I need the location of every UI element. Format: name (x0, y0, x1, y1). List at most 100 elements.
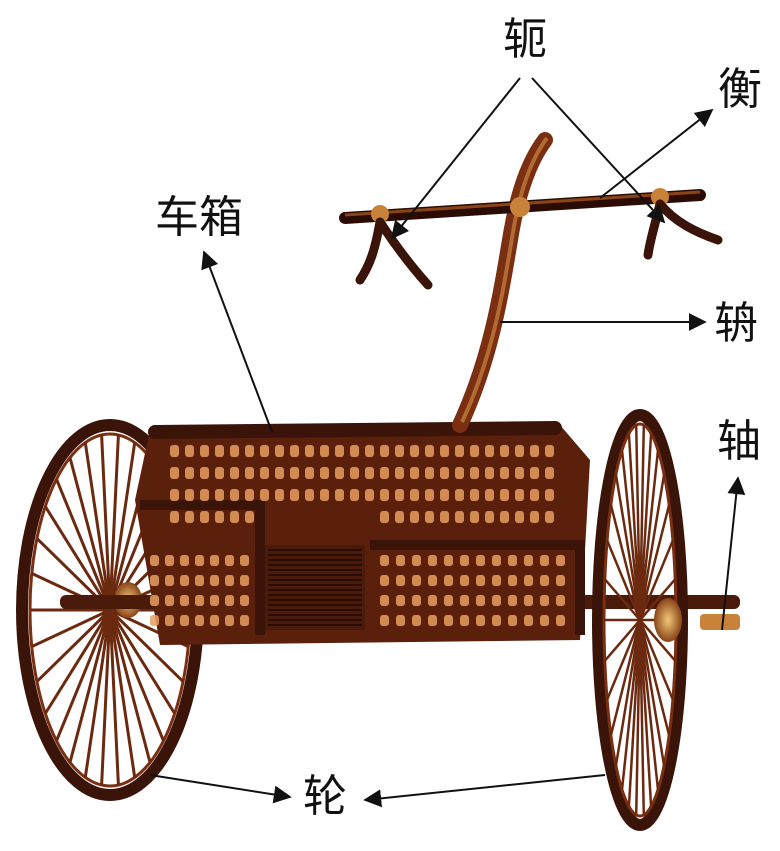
wheel-spoke (605, 619, 642, 701)
wheel-spoke (638, 425, 646, 621)
wheel-spoke (638, 539, 675, 621)
lattice-opening (524, 615, 533, 626)
wheel-spoke (108, 608, 185, 683)
lattice-opening (444, 595, 453, 606)
lattice-opening (425, 511, 434, 523)
wheel-spoke (108, 609, 137, 778)
lattice-opening (215, 445, 224, 457)
lattice-opening (460, 595, 469, 606)
lattice-opening (170, 489, 179, 501)
lattice-opening (380, 445, 389, 457)
lattice-opening (410, 445, 419, 457)
lattice-opening (410, 511, 419, 523)
lattice-opening (444, 555, 453, 566)
wheel-spoke (639, 619, 677, 662)
lattice-opening (195, 575, 204, 586)
wheel-spoke (603, 619, 641, 662)
label-wheel: 轮 (303, 771, 347, 822)
arrow-wheel-left (149, 774, 292, 804)
lattice-opening (395, 445, 404, 457)
lattice-opening (165, 575, 174, 586)
lattice-opening (305, 445, 314, 457)
lattice-opening (200, 445, 209, 457)
lattice-opening (545, 445, 554, 457)
lattice-opening (320, 489, 329, 501)
lattice-opening (428, 555, 437, 566)
lattice-opening (335, 467, 344, 479)
shaft (452, 132, 553, 433)
lattice-opening (365, 445, 374, 457)
lattice-opening (260, 445, 269, 457)
lattice-opening (470, 511, 479, 523)
lattice-opening (470, 489, 479, 501)
lattice-opening (440, 445, 449, 457)
lattice-opening (185, 467, 194, 479)
wheel-spoke (638, 619, 675, 701)
wheel-spoke (83, 442, 112, 611)
wheel-spoke (639, 578, 677, 621)
wheel-spoke (609, 504, 642, 621)
lattice-opening (396, 595, 405, 606)
wheel-spoke (108, 442, 137, 611)
lattice-opening (485, 511, 494, 523)
wheel-spoke (44, 505, 112, 611)
lattice-opening (195, 615, 204, 626)
lattice-opening (545, 511, 554, 523)
lattice-opening (245, 445, 254, 457)
wheel-spoke (44, 609, 112, 715)
arrow-wheel-right (363, 774, 606, 808)
lattice-opening (245, 467, 254, 479)
lattice-opening (240, 555, 249, 566)
lattice-opening (170, 511, 179, 523)
lattice-opening (440, 511, 449, 523)
wheel-spoke (638, 504, 671, 621)
lattice-opening (225, 615, 234, 626)
lattice-opening (515, 489, 524, 501)
lattice-opening (455, 445, 464, 457)
wheel-spoke (638, 619, 666, 766)
lattice-opening (260, 489, 269, 501)
lattice-opening (444, 615, 453, 626)
lattice-opening (515, 445, 524, 457)
lattice-opening (460, 615, 469, 626)
lattice-opening (225, 575, 234, 586)
lattice-opening (476, 595, 485, 606)
lattice-opening (170, 467, 179, 479)
lattice-opening (524, 575, 533, 586)
lattice-opening (396, 575, 405, 586)
lattice-opening (492, 575, 501, 586)
lattice-opening (455, 489, 464, 501)
lattice-opening (428, 575, 437, 586)
lattice-opening (515, 511, 524, 523)
lattice-opening (185, 445, 194, 457)
wheel-spoke (605, 539, 642, 621)
lattice-opening (210, 575, 219, 586)
lattice-opening (540, 615, 549, 626)
lattice-opening (500, 489, 509, 501)
lattice-opening (395, 511, 404, 523)
lattice-opening (500, 511, 509, 523)
arrow-e-left (390, 77, 521, 240)
arrow-chexiang (201, 250, 273, 433)
lattice-opening (380, 467, 389, 479)
wheel-spoke (68, 609, 112, 763)
lattice-opening (428, 595, 437, 606)
lattice-opening (556, 555, 565, 566)
lattice-opening (492, 595, 501, 606)
lattice-opening (530, 467, 539, 479)
yoke-left (355, 217, 433, 290)
lattice-opening (150, 595, 159, 606)
lattice-opening (530, 489, 539, 501)
lattice-opening (350, 445, 359, 457)
wheel-spoke (35, 608, 112, 683)
lattice-opening (230, 445, 239, 457)
lattice-opening (225, 595, 234, 606)
wheel-spoke (83, 609, 112, 778)
lattice-opening (245, 489, 254, 501)
lattice-opening (508, 595, 517, 606)
lattice-opening (150, 615, 159, 626)
lattice-opening (460, 555, 469, 566)
wheel-spoke (108, 434, 120, 611)
wheel-spoke (609, 619, 642, 736)
